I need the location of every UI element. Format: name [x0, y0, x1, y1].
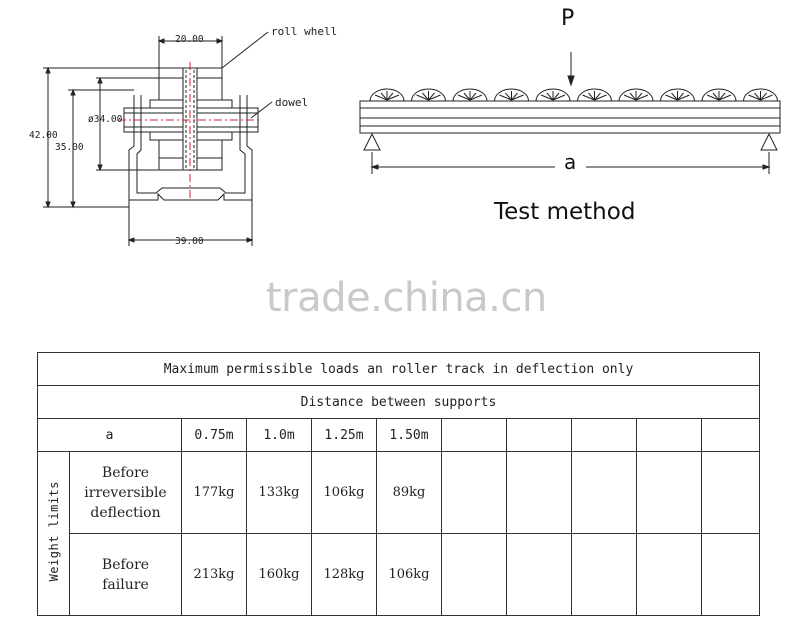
roller-spoke — [718, 92, 726, 101]
empty-cell — [571, 451, 637, 534]
roller-spoke — [499, 94, 512, 101]
param-label: a — [37, 418, 182, 452]
distance-header: 0.75m — [181, 418, 247, 452]
row-label: Before irreversible deflection — [69, 451, 182, 534]
empty-cell — [506, 451, 572, 534]
dim-diameter: ø34.00 — [88, 114, 123, 125]
empty-cell — [441, 533, 507, 616]
span-label: a — [564, 150, 577, 174]
roller-spoke — [469, 92, 477, 101]
roller-spoke — [582, 94, 595, 101]
table-subtitle: Distance between supports — [37, 385, 760, 419]
value-cell: 177kg — [181, 451, 247, 534]
value-cell: 106kg — [311, 451, 377, 534]
row-label-line: irreversible — [84, 484, 167, 501]
dim-bottom-width: 39.00 — [175, 236, 204, 247]
empty-cell — [571, 418, 637, 452]
roller-spoke — [546, 92, 554, 101]
roller-spoke — [677, 94, 690, 101]
roller-spoke — [623, 94, 637, 101]
table-row: Before failure 213kg 160kg 128kg 106kg — [38, 533, 760, 616]
roller-spoke — [629, 92, 637, 101]
roller-spoke — [428, 92, 435, 101]
row-label: Before failure — [69, 533, 182, 616]
roller-spoke — [552, 94, 566, 101]
roller-spoke — [552, 92, 560, 101]
empty-cell — [636, 533, 702, 616]
empty-cell — [506, 533, 572, 616]
test-method-caption: Test method — [494, 199, 636, 225]
dim-outer-height: 42.00 — [29, 130, 58, 141]
empty-cell — [701, 533, 760, 616]
roller-spoke — [635, 94, 649, 101]
roller-spoke — [594, 92, 601, 101]
roller-spoke — [671, 92, 678, 101]
row-label-line: deflection — [90, 504, 161, 521]
roller-spoke — [469, 94, 483, 101]
distance-header: 1.25m — [311, 418, 377, 452]
row-label-line: Before — [101, 556, 150, 573]
table-title: Maximum permissible loads an roller trac… — [37, 352, 760, 386]
roller-spoke — [760, 94, 773, 101]
roller-spoke — [457, 94, 471, 101]
roller-spoke — [374, 94, 388, 101]
empty-cell — [506, 418, 572, 452]
roller-spoke — [748, 94, 761, 101]
value-cell: 133kg — [246, 451, 312, 534]
empty-cell — [571, 533, 637, 616]
dim-inner-height: 35.00 — [55, 142, 84, 153]
group-label: Weight limits — [46, 481, 61, 582]
roller-spoke — [594, 94, 607, 101]
roller-spoke — [422, 92, 429, 101]
cross-section-drawing — [43, 31, 273, 246]
roller-spoke — [706, 94, 720, 101]
roller-spoke — [416, 94, 429, 101]
roller-spoke — [505, 92, 512, 101]
empty-cell — [636, 418, 702, 452]
value-cell: 128kg — [311, 533, 377, 616]
empty-cell — [701, 451, 760, 534]
group-label-cell: Weight limits — [37, 451, 70, 616]
roller-spoke — [380, 92, 388, 101]
table-row: Weight limits Before irreversible deflec… — [37, 451, 760, 616]
roller-spoke — [712, 92, 720, 101]
roller-spoke — [677, 92, 684, 101]
value-cell: 106kg — [376, 533, 442, 616]
row-label-line: failure — [102, 576, 149, 593]
roller-spoke — [511, 94, 524, 101]
empty-cell — [636, 451, 702, 534]
row-label-line: Before — [101, 464, 150, 481]
value-cell: 160kg — [246, 533, 312, 616]
distance-header: 1.50m — [376, 418, 442, 452]
roller-spoke — [511, 92, 518, 101]
empty-cell — [441, 451, 507, 534]
label-dowel: dowel — [275, 96, 309, 109]
roller-spoke — [386, 94, 400, 101]
dim-top-width: 20.00 — [175, 34, 204, 45]
empty-cell — [441, 418, 507, 452]
test-method-drawing — [359, 52, 781, 174]
load-table: Maximum permissible loads an roller trac… — [37, 352, 760, 616]
roller-spoke — [540, 94, 554, 101]
roller-spoke — [718, 94, 732, 101]
roller-spoke — [760, 92, 767, 101]
roller-spoke — [754, 92, 761, 101]
distance-header: 1.0m — [246, 418, 312, 452]
value-cell: 213kg — [181, 533, 247, 616]
roller-spoke — [588, 92, 595, 101]
load-label: P — [561, 6, 575, 31]
roller-spoke — [428, 94, 441, 101]
label-roll-wheel: roll whell — [271, 25, 338, 38]
roller-spoke — [665, 94, 678, 101]
roller-spoke — [463, 92, 471, 101]
watermark: trade.china.cn — [266, 275, 547, 321]
empty-cell — [701, 418, 760, 452]
roller-spoke — [635, 92, 643, 101]
value-cell: 89kg — [376, 451, 442, 534]
roller-spoke — [386, 92, 394, 101]
